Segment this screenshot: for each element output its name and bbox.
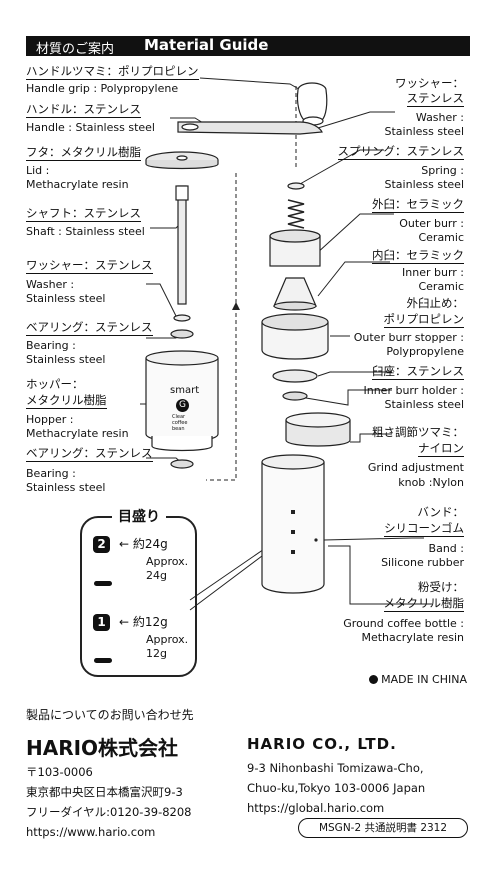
freedial-number: フリーダイヤル:0120-39-8208 <box>26 805 192 819</box>
label-bearing2-en-1: Bearing : <box>26 467 76 480</box>
label-lid-jp: フタ：メタクリル樹脂 <box>26 145 141 161</box>
scale-dash-1 <box>94 658 112 663</box>
label-knob-en-1: Grind adjustment <box>367 461 464 474</box>
label-handle-en: Handle : Stainless steel <box>26 121 155 134</box>
website-link-en[interactable]: https://global.hario.com <box>247 801 385 815</box>
scale-dash-2 <box>94 581 112 586</box>
bullet-icon <box>369 675 379 684</box>
scale-guide-title: 目盛り <box>112 506 166 526</box>
scale-mark-2-en2: 24g <box>146 569 167 582</box>
label-washer-r-en-1: Washer : <box>415 111 464 124</box>
contact-heading: 製品についてのお問い合わせ先 <box>26 708 194 722</box>
address-en-line: Chuo-ku,Tokyo 103-0006 Japan <box>247 781 426 795</box>
label-knob-jp-2: ナイロン <box>418 441 464 457</box>
address-jp-line: 東京都中央区日本橋富沢町9-3 <box>26 785 183 799</box>
label-inner-burr-jp: 内臼：セラミック <box>372 248 464 264</box>
label-washer-en-1: Washer : <box>26 278 75 291</box>
scale-mark-1-en1: Approx. <box>146 633 189 646</box>
hopper-brand-text: smart <box>170 385 200 396</box>
label-bearing1-en-2: Stainless steel <box>26 353 106 366</box>
label-shaft-en: Shaft : Stainless steel <box>26 225 145 238</box>
scale-mark-1-en2: 12g <box>146 647 167 660</box>
hopper-g-logo: G <box>176 399 189 412</box>
label-bearing2-en-2: Stainless steel <box>26 481 106 494</box>
label-washer-jp: ワッシャー：ステンレス <box>26 258 153 274</box>
header-title-jp: 材質のご案内 <box>36 42 115 57</box>
label-band-en-2: Silicone rubber <box>381 556 464 569</box>
label-washer-r-jp-2: ステンレス <box>406 91 464 107</box>
scale-mark-1-jp-text: 約12g <box>132 615 168 629</box>
label-outer-burr-en-2: Ceramic <box>418 231 464 244</box>
label-bottle-en-1: Ground coffee bottle : <box>343 617 464 630</box>
website-link-jp[interactable]: https://www.hario.com <box>26 825 156 839</box>
label-inner-burr-en-1: Inner burr : <box>402 266 464 279</box>
label-spring-en-1: Spring : <box>421 164 464 177</box>
header-title-en: Material Guide <box>144 36 269 54</box>
scale-mark-2-en1: Approx. <box>146 555 189 568</box>
label-inner-burr-en-2: Ceramic <box>418 280 464 293</box>
address-en-line: 9-3 Nihonbashi Tomizawa-Cho, <box>247 761 424 775</box>
scale-mark-1-number: 1 <box>93 614 110 631</box>
label-spring-jp: スプリング：ステンレス <box>337 144 464 160</box>
label-lid-en-1: Lid : <box>26 164 50 177</box>
label-stopper-jp-2: ポリプロピレン <box>383 312 464 328</box>
label-bottle-en-2: Methacrylate resin <box>361 631 464 644</box>
label-hopper-en-1: Hopper : <box>26 413 74 426</box>
scale-mark-2-jp: ← 約24g <box>119 537 168 551</box>
label-hopper-jp-2: メタクリル樹脂 <box>26 393 107 409</box>
label-knob-jp-1: 粗さ調節ツマミ： <box>372 425 464 439</box>
label-lid-en-2: Methacrylate resin <box>26 178 129 191</box>
label-hopper-en-2: Methacrylate resin <box>26 427 129 440</box>
model-code-badge: MSGN-2 共通説明書 2312 <box>298 818 468 838</box>
label-bearing1-jp: ベアリング：ステンレス <box>26 320 153 336</box>
label-holder-en-1: Inner burr holder : <box>363 384 464 397</box>
label-handle-jp: ハンドル：ステンレス <box>26 102 141 118</box>
label-bottle-jp-2: メタクリル樹脂 <box>383 596 464 612</box>
scale-mark-1-jp: ← 約12g <box>119 615 168 629</box>
label-washer-r-en-2: Stainless steel <box>384 125 464 138</box>
made-in-text: MADE IN CHINA <box>381 673 467 686</box>
label-bearing2-jp: ベアリング：ステンレス <box>26 446 153 462</box>
label-band-jp-2: シリコーンゴム <box>384 521 464 537</box>
label-hopper-jp-1: ホッパー： <box>26 377 84 391</box>
label-washer-en-2: Stainless steel <box>26 292 106 305</box>
label-stopper-en-2: Polypropylene <box>386 345 464 358</box>
scale-mark-2-number: 2 <box>93 536 110 553</box>
hopper-sub-text: Clear coffee bean <box>172 414 188 432</box>
label-band-jp-1: バンド： <box>417 505 464 519</box>
label-bearing1-en-1: Bearing : <box>26 339 76 352</box>
label-outer-burr-en-1: Outer burr : <box>399 217 464 230</box>
address-en: 9-3 Nihonbashi Tomizawa-Cho, Chuo-ku,Tok… <box>247 758 425 818</box>
label-stopper-jp-1: 外臼止め： <box>406 296 465 310</box>
label-band-en-1: Band : <box>428 542 464 555</box>
label-spring-en-2: Stainless steel <box>384 178 464 191</box>
company-logo-jp: HARIO株式会社 <box>26 736 179 760</box>
label-bottle-jp-1: 粉受け： <box>418 580 464 594</box>
label-washer-r-jp-1: ワッシャー： <box>395 76 464 90</box>
label-outer-burr-jp: 外臼：セラミック <box>372 197 464 213</box>
address-jp-line: 〒103-0006 <box>26 765 93 779</box>
scale-mark-2-jp-text: 約24g <box>132 537 168 551</box>
company-logo-en: HARIO CO., LTD. <box>247 735 397 753</box>
material-guide-header: 材質のご案内 Material Guide <box>26 36 470 57</box>
label-stopper-en-1: Outer burr stopper : <box>353 331 464 344</box>
label-shaft-jp: シャフト：ステンレス <box>26 206 141 222</box>
address-jp: 〒103-0006 東京都中央区日本橋富沢町9-3 フリーダイヤル:0120-3… <box>26 762 192 842</box>
label-knob-en-2: knob :Nylon <box>398 476 464 489</box>
made-in-label: MADE IN CHINA <box>369 673 467 686</box>
label-handle-grip-jp: ハンドルツマミ：ポリプロピレン <box>26 64 199 80</box>
label-handle-grip-en: Handle grip : Polypropylene <box>26 82 179 95</box>
label-holder-jp: 臼座：ステンレス <box>372 364 464 380</box>
label-holder-en-2: Stainless steel <box>384 398 464 411</box>
